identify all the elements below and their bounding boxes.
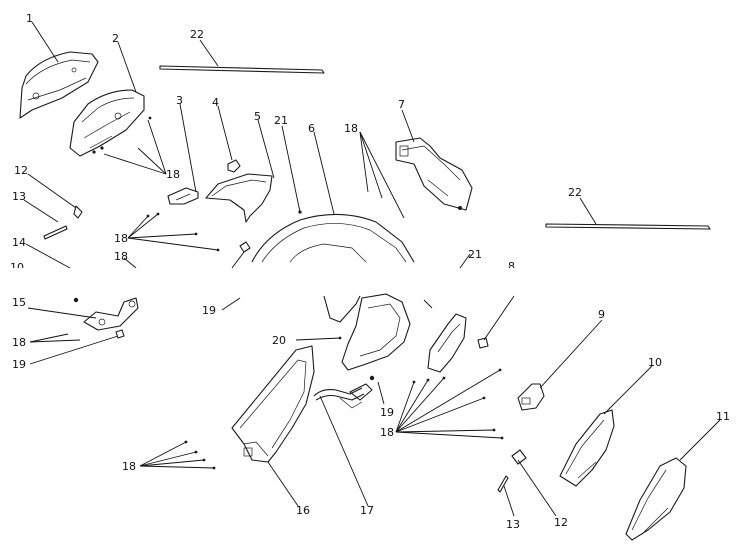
callout-18-c: 18 (114, 232, 128, 245)
leader-1 (31, 21, 59, 63)
leader-4 (217, 105, 233, 161)
callout-1: 1 (26, 12, 33, 25)
leader-5 (257, 119, 275, 179)
leader-19-b (29, 335, 119, 365)
leader-21-b (459, 253, 471, 269)
leader-6 (313, 131, 335, 215)
leader-19-a (221, 297, 241, 311)
leader-11 (679, 419, 721, 461)
leader-22-b (579, 197, 597, 225)
part-3-bracket (167, 187, 199, 205)
leader-15 (27, 307, 97, 319)
callout-22-b: 22 (568, 186, 582, 199)
part-10-side-cover (559, 409, 615, 487)
callout-3: 3 (176, 94, 183, 107)
callout-11: 11 (716, 410, 730, 423)
callout-18-a: 18 (166, 168, 180, 181)
leader-20 (295, 337, 341, 341)
callout-12-b: 12 (554, 516, 568, 529)
leaders-18-a (103, 119, 167, 175)
part-4-clip (227, 159, 241, 173)
leader-14 (25, 243, 71, 269)
leader-9 (539, 319, 603, 389)
callout-20: 20 (272, 334, 286, 347)
callout-5: 5 (254, 110, 261, 123)
callout-19-b: 19 (12, 358, 26, 371)
part-nut (239, 241, 251, 253)
part-9-bracket (517, 383, 545, 411)
leader-21-a (281, 125, 301, 213)
part-13-pin-a (43, 225, 68, 240)
callout-18-e: 18 (12, 336, 26, 349)
leaders-18-g (139, 440, 216, 470)
callout-8: 8 (508, 260, 515, 273)
part-5-curved-panel (205, 173, 273, 223)
crop-band (0, 268, 739, 294)
part-19-nut-b (115, 329, 125, 339)
part-11-rear-cover (625, 457, 687, 541)
leader-13-a (23, 199, 59, 223)
leader-17 (319, 395, 369, 507)
leader-18-d (123, 257, 137, 269)
callout-19-a: 19 (202, 304, 216, 317)
callout-17: 17 (360, 504, 374, 517)
callout-6: 6 (308, 122, 315, 135)
callout-21-a: 21 (274, 114, 288, 127)
part-22-trim-strip-right (545, 223, 711, 230)
callout-18-d: 18 (114, 250, 128, 263)
callout-19-c: 19 (380, 406, 394, 419)
callout-14: 14 (12, 236, 26, 249)
leader-19-c (377, 381, 385, 405)
part-17-cable-harness (313, 383, 373, 409)
leader-7 (401, 109, 415, 143)
leaders-18-e (29, 333, 81, 343)
part-7-side-bracket (395, 137, 473, 211)
callout-7: 7 (398, 98, 405, 111)
part-13-pin-b (497, 475, 509, 493)
callout-18-f: 18 (380, 426, 394, 439)
leader-16 (267, 461, 299, 507)
part-6-front-shell-lower (323, 293, 467, 381)
callout-4: 4 (212, 96, 219, 109)
leaders-18-c (127, 212, 220, 252)
part-16-side-panel (231, 345, 315, 463)
callout-10: 10 (648, 356, 662, 369)
part-22-trim-strip-top (159, 65, 325, 74)
callout-13-a: 13 (12, 190, 26, 203)
callout-18-b: 18 (344, 122, 358, 135)
part-2-instrument-cover (69, 89, 152, 157)
part-8-clip (477, 337, 489, 349)
callout-16: 16 (296, 504, 310, 517)
leaders-18-b (359, 131, 405, 219)
leader-13-b (503, 485, 515, 517)
part-12-screw-a (73, 205, 83, 219)
part-12-screw-b (511, 449, 527, 465)
leader-10 (603, 365, 653, 415)
leader-8 (483, 295, 515, 341)
callout-15: 15 (12, 296, 26, 309)
callout-21-b: 21 (468, 248, 482, 261)
leader-12-a (27, 173, 77, 209)
leaders-18-f (395, 368, 504, 440)
callout-13-b: 13 (506, 518, 520, 531)
callout-12-a: 12 (14, 164, 28, 177)
leader-12-b (517, 459, 557, 517)
part-15-mount-bracket (73, 297, 139, 331)
leader-22-a (199, 39, 219, 67)
leader-3 (179, 103, 197, 193)
leader-2 (117, 41, 137, 93)
part-1-windshield (19, 51, 99, 119)
callout-2: 2 (112, 32, 119, 45)
leader-nut (231, 251, 245, 269)
callout-18-g: 18 (122, 460, 136, 473)
leader-lower-a (423, 299, 433, 309)
part-6-front-shell (251, 213, 415, 263)
callout-22-a: 22 (190, 28, 204, 41)
callout-9: 9 (598, 308, 605, 321)
